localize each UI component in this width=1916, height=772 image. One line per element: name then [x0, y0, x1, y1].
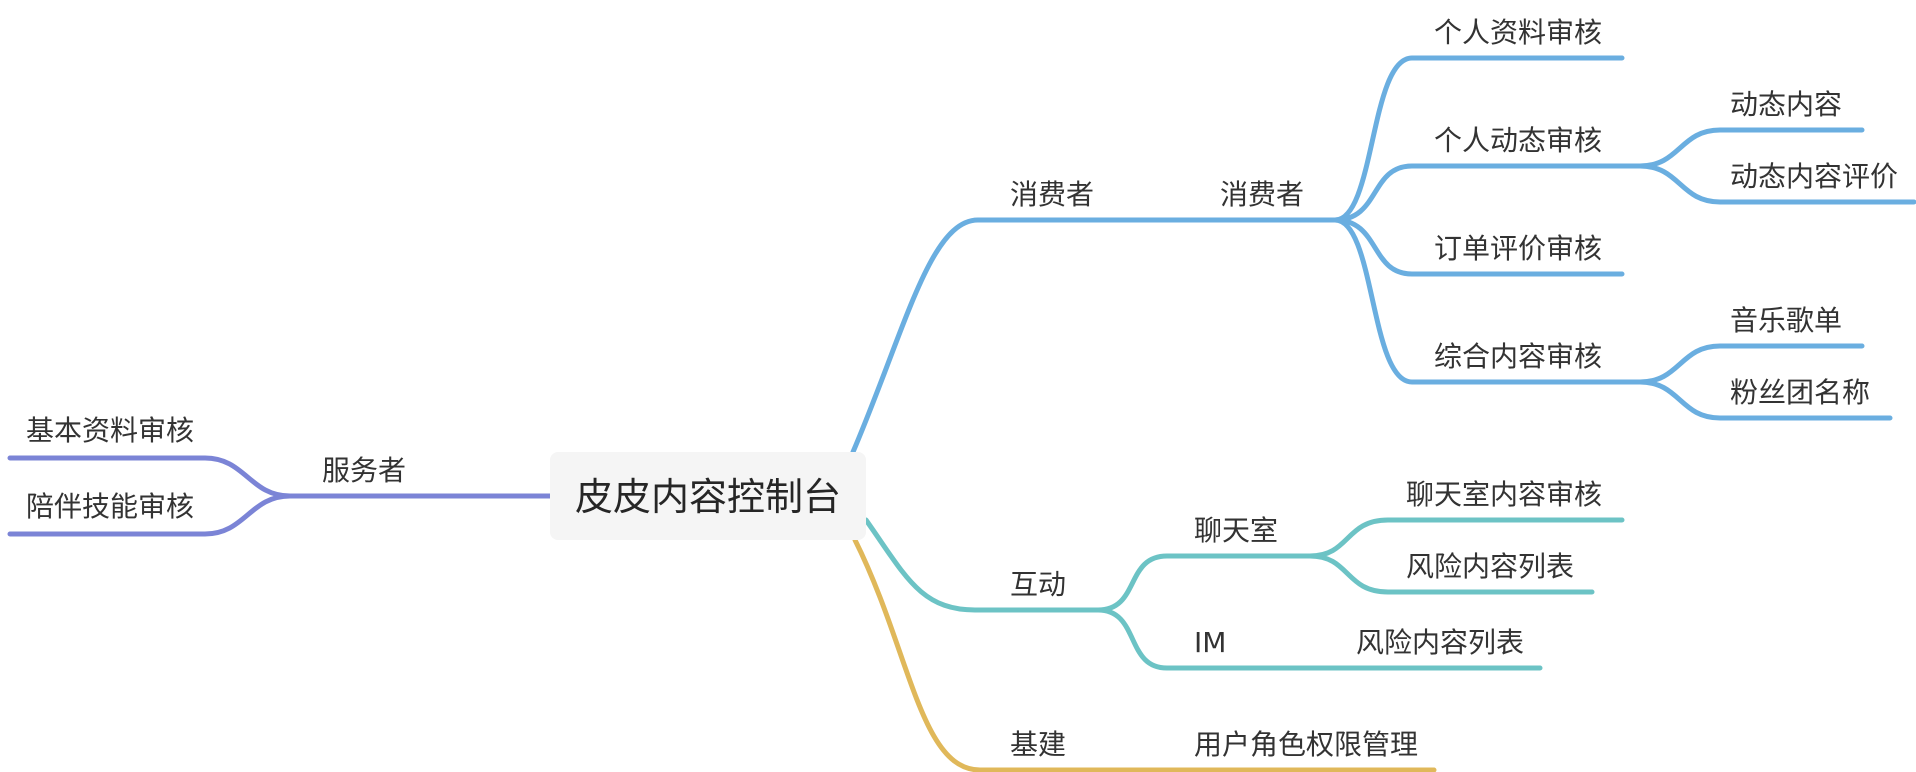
connector-provider-skill [7, 493, 293, 537]
moments-comment-label: 动态内容评价 [1730, 160, 1898, 193]
profile-review-label: 个人资料审核 [1434, 16, 1602, 49]
fanclub-name-label: 粉丝团名称 [1730, 376, 1870, 409]
moments-content-label: 动态内容 [1730, 88, 1842, 121]
root-box [550, 452, 866, 540]
connector-interaction-im [1095, 607, 1543, 671]
consumer-branch: 消费者 消费者 个人资料审核 个人动态审核 订单评价审核 综合内容审核 动态内容… [850, 16, 1916, 455]
interaction-label: 互动 [1010, 568, 1066, 601]
provider-label: 服务者 [322, 454, 406, 487]
moments-review-label: 个人动态审核 [1434, 124, 1602, 157]
connector-consumer-profile [1332, 55, 1625, 223]
connector-moments-content [1637, 127, 1865, 169]
role-permission-label: 用户角色权限管理 [1194, 728, 1418, 761]
consumer-label: 消费者 [1010, 178, 1094, 211]
connector-general-music [1637, 343, 1865, 385]
music-playlist-label: 音乐歌单 [1730, 304, 1842, 337]
connector-consumer-general [1332, 217, 1643, 385]
connector-consumer-order [1332, 217, 1625, 277]
connector-consumer-moments [1332, 163, 1643, 223]
connector-root-interaction [863, 517, 1101, 613]
root-node: 皮皮内容控制台 [550, 452, 866, 540]
provider-branch: 服务者 基本资料审核 陪伴技能审核 [7, 414, 553, 537]
order-review-label: 订单评价审核 [1434, 232, 1602, 265]
infrastructure-label: 基建 [1010, 728, 1066, 761]
general-review-label: 综合内容审核 [1434, 340, 1602, 373]
connector-chatroom-review [1307, 517, 1625, 559]
im-label: IM [1194, 626, 1226, 659]
consumer-sub-label: 消费者 [1220, 178, 1304, 211]
connector-chatroom-risk [1307, 553, 1595, 595]
connector-interaction-chatroom [1095, 553, 1313, 613]
chatroom-risk-label: 风险内容列表 [1406, 550, 1574, 583]
companion-skill-review-label: 陪伴技能审核 [26, 490, 194, 523]
chatroom-label: 聊天室 [1194, 514, 1278, 547]
im-risk-label: 风险内容列表 [1356, 626, 1524, 659]
connector-root-consumer [850, 217, 1338, 455]
connector-moments-comment [1637, 163, 1916, 205]
basic-profile-review-label: 基本资料审核 [26, 414, 194, 447]
infrastructure-branch: 基建 用户角色权限管理 [852, 537, 1437, 772]
connector-root-infrastructure [852, 537, 1437, 772]
connector-provider-basic [7, 455, 293, 499]
root-title: 皮皮内容控制台 [575, 475, 841, 519]
chatroom-review-label: 聊天室内容审核 [1406, 478, 1602, 511]
connector-general-fanclub [1637, 379, 1893, 421]
interaction-branch: 互动 聊天室 IM 聊天室内容审核 风险内容列表 风险内容列表 [863, 478, 1625, 671]
